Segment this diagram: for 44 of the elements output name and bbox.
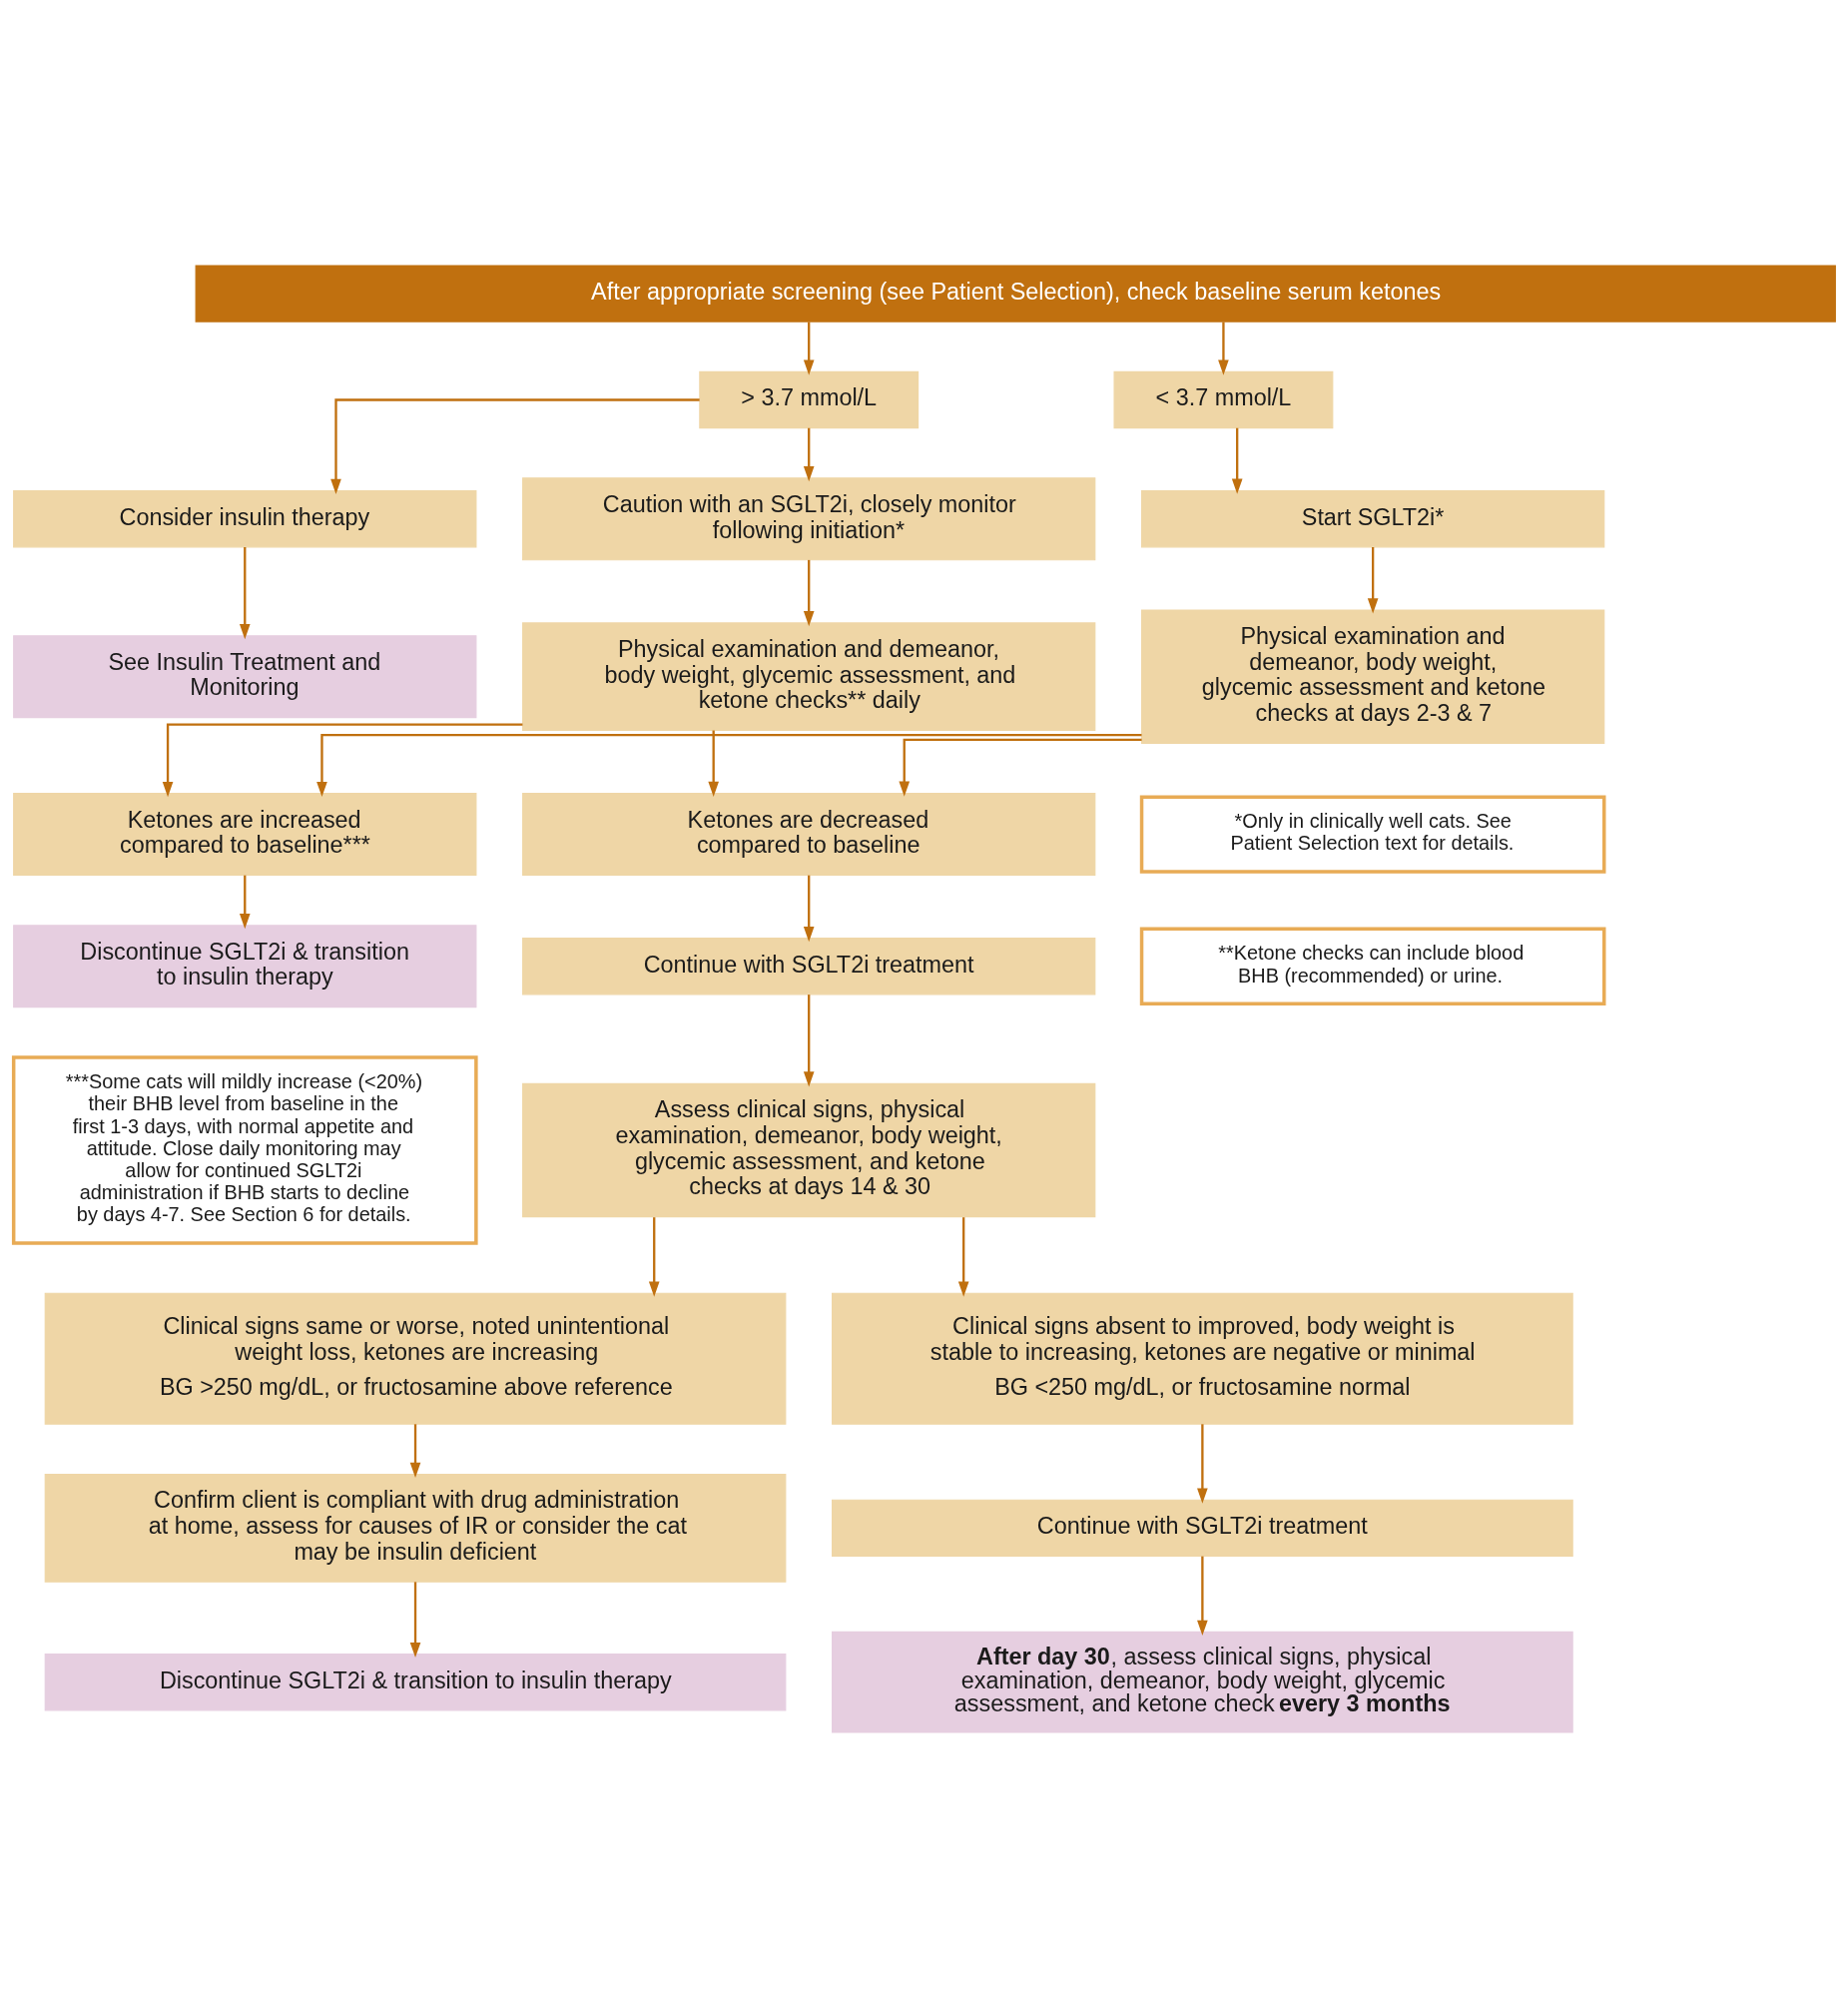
node-box: Physical examination and demeanor, body weight, glycemic assessment, and ketone checks** daily [521,621,1095,731]
arrow [957,1216,968,1297]
node-box: Continue with SGLT2i treatment [831,1499,1573,1557]
node-box: *Only in clinically well cats. See Patient Selection text for details. [1139,794,1605,874]
arrow [409,1423,420,1478]
arrow [803,322,815,375]
arrow [1196,1423,1208,1504]
node-box: < 3.7 mmol/L [1113,370,1333,428]
node-box: Confirm client is compliant with drug administration at home, assess for causes of IR or consider the cat may be insulin deficient [44,1473,786,1583]
node-box: ***Some cats will mildly increase (<20%) their BHB level from baseline in the first 1-3 days, with normal appetite and attitude. Close daily monitoring may allow for continued SGLT2i administration if BHB starts to decline by days 4-7. See Section 6 for details. [11,1054,478,1245]
node-box: > 3.7 mmol/L [698,370,919,428]
node-box: After appropriate screening (see Patient Selection), check baseline serum ketones [195,264,1836,323]
arrow [1196,1556,1208,1636]
node-box: Discontinue SGLT2i & transition to insulin therapy [44,1653,786,1710]
arrow [1367,546,1378,614]
arrow [315,733,1141,797]
node-box: **Ketone checks can include blood BHB (recommended) or urine. [1139,927,1605,1005]
node-box: Clinical signs same or worse, noted unintentional weight loss, ketones are increasing BG >250 mg/dL, or fructosamine above reference [44,1292,786,1425]
node-box: After day 30, assess clinical signs, physical examination, demeanor, body weight, glycemic assessment, and ketone check every 3 months [831,1631,1573,1733]
arrow [162,722,522,797]
arrow [409,1581,420,1658]
node-box: Start SGLT2i* [1140,489,1604,547]
arrow [803,994,815,1086]
arrow [648,1216,660,1297]
node-box: Clinical signs absent to improved, body weight is stable to increasing, ketones are negative or minimal BG <250 mg/dL, or fructosamine normal [831,1292,1573,1425]
arrow [239,546,251,639]
arrow [803,875,815,942]
arrow [239,875,251,929]
node-box: Discontinue SGLT2i & transition to insulin therapy [12,924,476,1007]
node-box: Assess clinical signs, physical examination, demeanor, body weight, glycemic assessment, and ketone checks at days 14 & 30 [521,1082,1095,1217]
arrow [803,427,815,481]
arrow [1217,322,1229,375]
node-box: Consider insulin therapy [12,489,476,547]
node-box: Continue with SGLT2i treatment [521,937,1095,995]
arrow [898,738,1142,797]
node-box: See Insulin Treatment and Monitoring [12,634,476,718]
arrow [329,397,700,494]
node-box: Caution with an SGLT2i, closely monitor following initiation* [521,476,1095,560]
node-box: Ketones are decreased compared to baseline [521,792,1095,876]
arrow [707,730,719,797]
node-box: Physical examination and demeanor, body weight, glycemic assessment and ketone checks at days 2-3 & 7 [1140,608,1604,744]
arrow [1231,427,1242,494]
node-box: Ketones are increased compared to baseline*** [12,792,476,876]
arrow [803,559,815,626]
